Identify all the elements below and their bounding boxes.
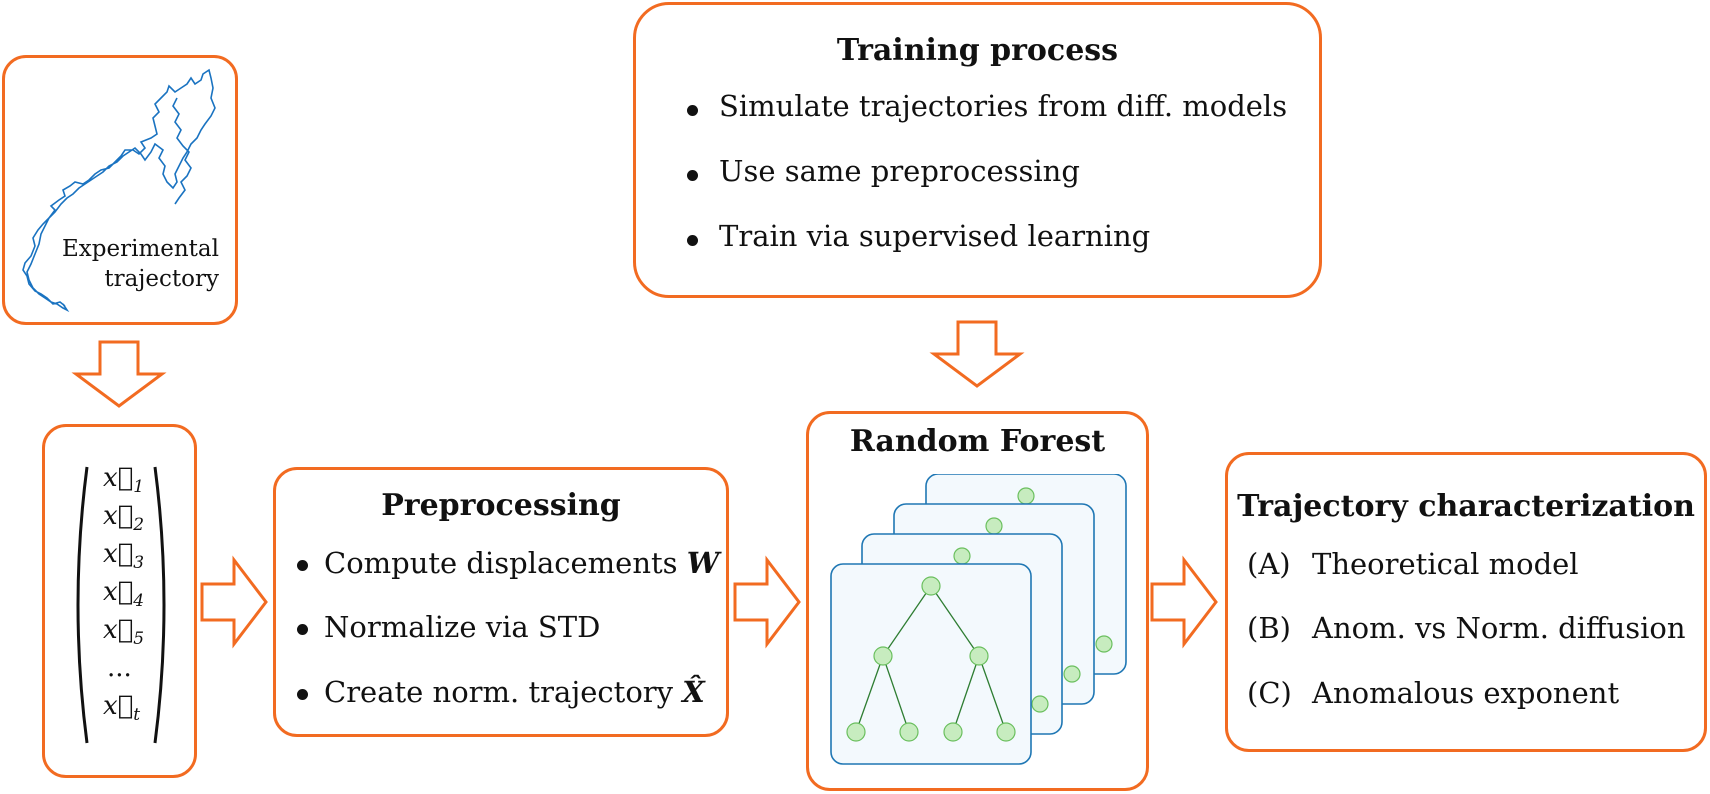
characterization-tag-a: (A)	[1247, 547, 1291, 581]
characterization-tag-c: (C)	[1247, 676, 1292, 710]
random-forest-box: Random Forest	[806, 411, 1149, 791]
vector-entry: x⃗3	[103, 539, 145, 574]
tree-node	[899, 722, 919, 742]
characterization-item-b: Anom. vs Norm. diffusion	[1312, 611, 1686, 645]
vector-entry: ...	[107, 653, 132, 683]
characterization-tag-b: (B)	[1247, 611, 1291, 645]
vector-entry: x⃗1	[103, 463, 145, 498]
preprocessing-item-2: Normalize via STD	[324, 610, 601, 644]
tree-edge	[855, 655, 884, 733]
tree-node	[953, 547, 971, 565]
symbol-w: W	[686, 546, 720, 580]
training-title: Training process	[836, 33, 1119, 68]
bullet-icon	[687, 235, 698, 246]
vector-entry: x⃗t	[103, 691, 141, 726]
right-arrow-icon	[200, 555, 268, 649]
tree-node	[921, 576, 941, 596]
tree-card	[830, 563, 1032, 765]
characterization-item-c: Anomalous exponent	[1312, 676, 1620, 710]
tree-node	[996, 722, 1016, 742]
tree-node	[1031, 695, 1049, 713]
vector-entry: x⃗5	[103, 615, 145, 650]
training-item-2: Use same preprocessing	[719, 154, 1080, 188]
preprocessing-box: Preprocessing Compute displacements W No…	[273, 467, 729, 737]
right-arrow-icon	[733, 555, 801, 649]
characterization-title: Trajectory characterization	[1237, 489, 1695, 524]
experimental-trajectory-box: Experimental trajectory	[2, 55, 238, 325]
preprocessing-item-3: Create norm. trajectory X̂	[324, 675, 705, 709]
trajectory-plot	[22, 68, 216, 313]
training-item-1: Simulate trajectories from diff. models	[719, 89, 1288, 123]
preprocessing-item-1: Compute displacements W	[324, 546, 720, 580]
tree-edge	[882, 655, 910, 733]
symbol-x-hat: X̂	[682, 675, 705, 709]
vector-entry: x⃗4	[103, 577, 145, 612]
tree-node	[846, 722, 866, 742]
tree-node	[943, 722, 963, 742]
down-arrow-icon	[71, 340, 167, 408]
training-process-box: Training process Simulate trajectories f…	[633, 2, 1322, 298]
left-paren-icon	[76, 466, 89, 744]
vector-entry: x⃗2	[103, 501, 145, 536]
bullet-icon	[687, 105, 698, 116]
right-arrow-icon	[1150, 555, 1218, 649]
tree-node	[969, 646, 989, 666]
tree-edge	[882, 585, 932, 657]
tree-edge	[978, 655, 1007, 733]
tree-node	[1063, 665, 1081, 683]
tree-node	[985, 517, 1003, 535]
experimental-label-line1: Experimental	[62, 236, 219, 262]
decision-trees-illustration	[830, 474, 1127, 765]
characterization-item-a: Theoretical model	[1312, 547, 1579, 581]
bullet-icon	[297, 689, 308, 700]
bullet-icon	[687, 170, 698, 181]
tree-node	[1017, 487, 1035, 505]
right-paren-icon	[153, 466, 166, 744]
bullet-icon	[297, 624, 308, 635]
tree-node	[1095, 635, 1113, 653]
tree-edge	[930, 585, 980, 657]
bullet-icon	[297, 560, 308, 571]
tree-node	[873, 646, 893, 666]
down-arrow-icon	[929, 320, 1025, 388]
trajectory-characterization-box: Trajectory characterization (A) Theoreti…	[1225, 452, 1707, 752]
preprocessing-title: Preprocessing	[381, 488, 621, 523]
training-item-3: Train via supervised learning	[719, 219, 1151, 253]
tree-edge	[952, 655, 980, 733]
random-forest-title: Random Forest	[849, 424, 1106, 459]
experimental-label-line2: trajectory	[104, 266, 219, 292]
